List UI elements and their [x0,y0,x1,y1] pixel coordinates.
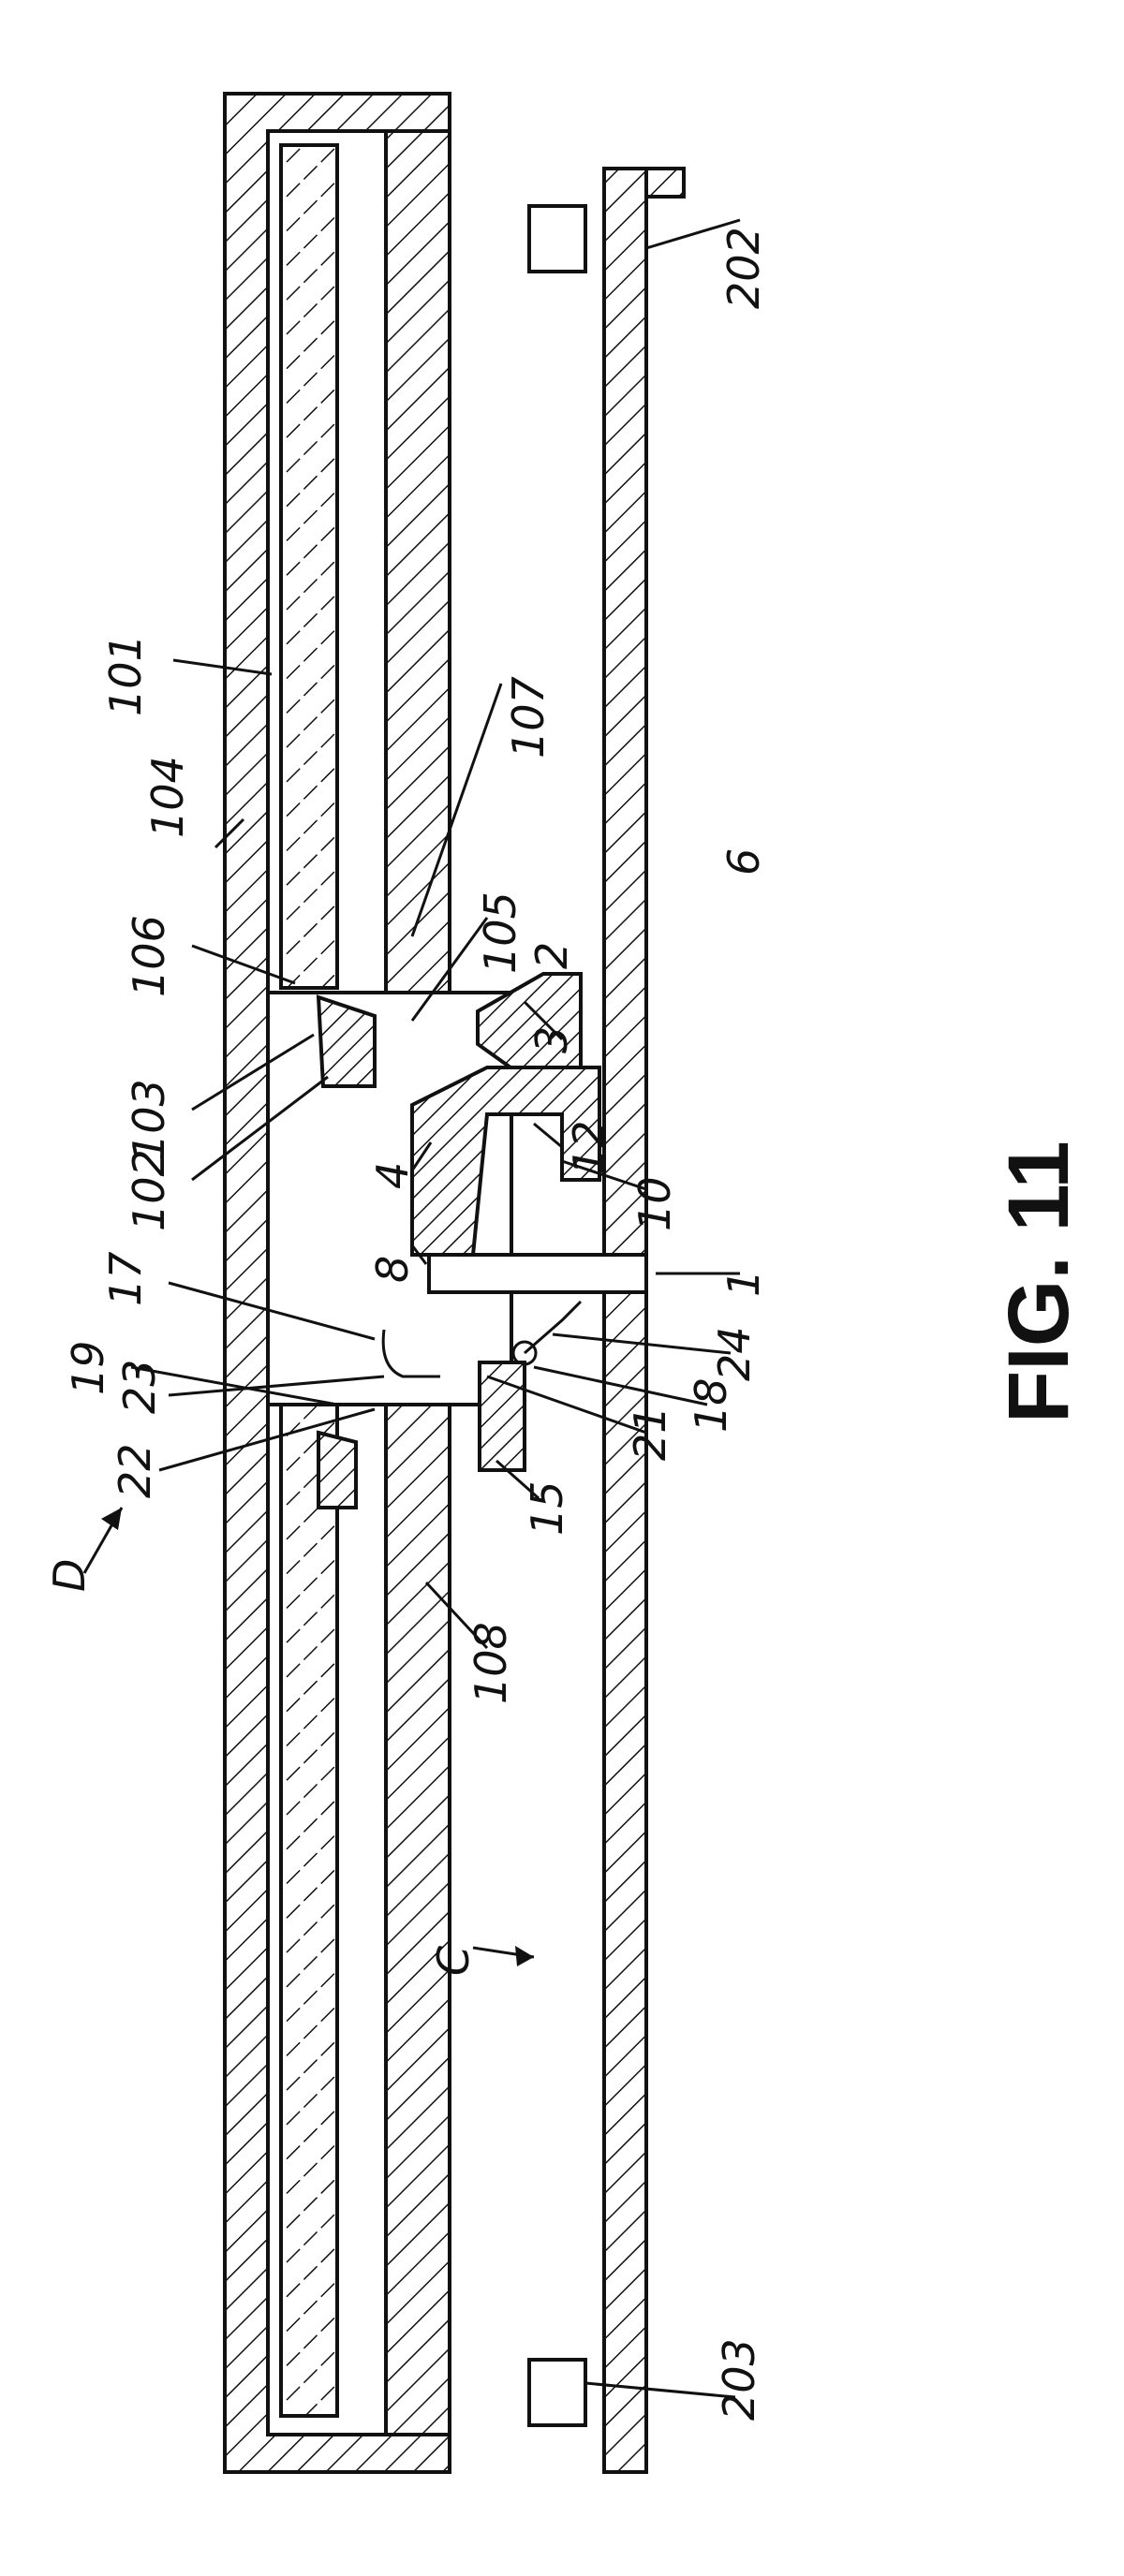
label-15: 15 [522,1480,572,1536]
label-105: 105 [475,891,525,974]
label-22: 22 [110,1443,160,1498]
label-19: 19 [63,1340,113,1395]
label-202: 202 [718,227,769,309]
label-18: 18 [686,1377,736,1433]
label-12: 12 [564,1120,614,1175]
figure-caption: FIG. 11 [991,1141,1087,1423]
label-1: 1 [718,1270,769,1297]
pin-202 [529,206,585,272]
label-6: 6 [718,848,769,876]
disk-lower [281,1405,337,2416]
label-203: 203 [714,2338,764,2421]
part-15 [480,1362,525,1470]
label-2: 2 [526,942,577,969]
label-106: 106 [124,915,174,997]
spring-24 [525,1302,581,1353]
label-8: 8 [367,1256,418,1283]
label-c: C [428,1946,479,1976]
shaft-1 [429,1255,646,1292]
label-4: 4 [367,1162,418,1189]
label-3: 3 [526,1026,577,1053]
label-108: 108 [466,1622,516,1704]
label-d: D [44,1559,95,1592]
label-104: 104 [142,756,193,838]
part-22-block [318,1433,356,1508]
label-107: 107 [503,676,554,758]
label-101: 101 [100,634,151,716]
label-17: 17 [100,1251,151,1306]
tray-6 [529,169,684,2472]
pin-203 [529,2360,585,2425]
label-24: 24 [709,1326,760,1381]
disk-101 [281,145,337,988]
label-23: 23 [114,1359,165,1414]
label-103: 103 [124,1079,174,1161]
label-102: 102 [124,1149,174,1231]
label-10: 10 [629,1176,680,1231]
label-21: 21 [625,1406,675,1461]
